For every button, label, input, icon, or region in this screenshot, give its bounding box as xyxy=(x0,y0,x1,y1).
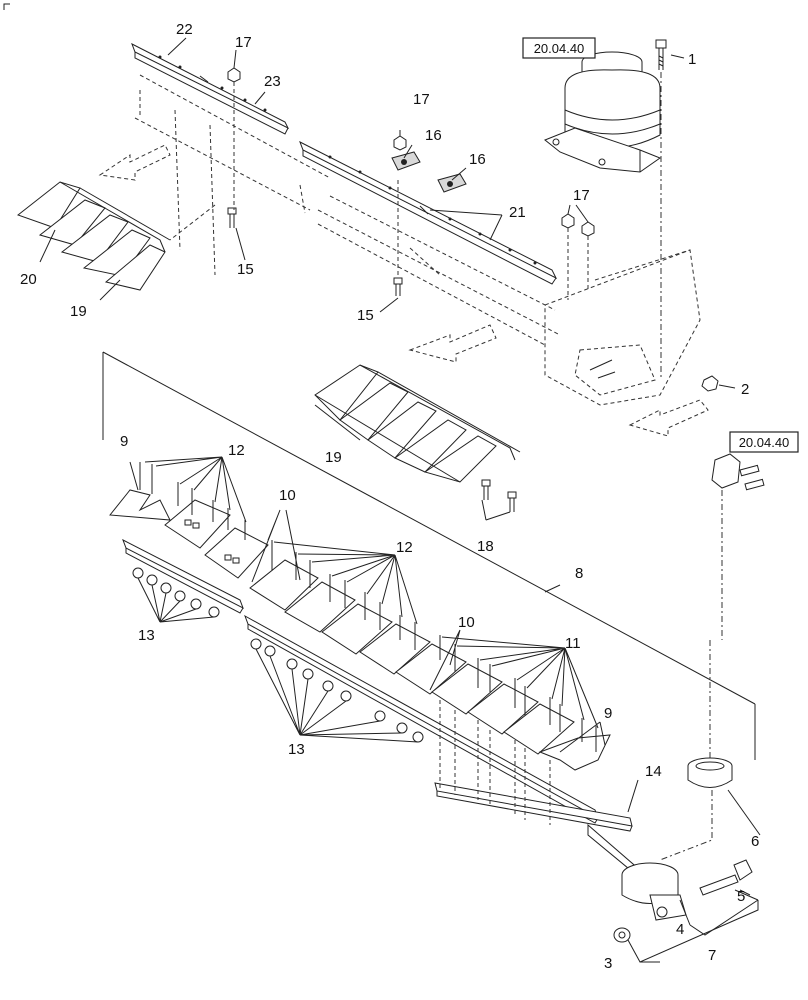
bearing-axis xyxy=(709,490,723,760)
upper-right-arrow xyxy=(628,399,709,437)
callout-8: 8 xyxy=(575,565,583,582)
callout-7: 7 xyxy=(708,947,716,964)
middle-knife-bar xyxy=(299,140,558,285)
callout-17-right: 17 xyxy=(573,187,590,204)
corner-mark xyxy=(3,3,10,10)
callout-19-left: 19 xyxy=(70,303,87,320)
nut-17-right xyxy=(561,213,595,237)
callout-10-right: 10 xyxy=(458,614,475,631)
callout-11: 11 xyxy=(565,635,581,652)
bolts-18 xyxy=(481,479,517,512)
callout-21: 21 xyxy=(509,204,526,221)
clip-16-right xyxy=(437,173,467,193)
bolt-15-middle xyxy=(393,277,403,296)
upper-section-phantom xyxy=(134,74,561,346)
section-bolts xyxy=(139,462,597,752)
callout-3: 3 xyxy=(604,955,612,972)
callout-16-right: 16 xyxy=(469,151,486,168)
callout-4: 4 xyxy=(676,921,684,938)
nut-2 xyxy=(701,375,719,392)
callout-5: 5 xyxy=(737,888,745,905)
reference-label-top: 20.04.40 xyxy=(534,41,585,56)
callout-17-top: 17 xyxy=(235,34,252,51)
nut-17-axis-right xyxy=(567,228,589,300)
guard-set-19 xyxy=(314,364,521,483)
ring-axis xyxy=(659,790,713,861)
callout-22: 22 xyxy=(176,21,193,38)
callout-17-middle: 17 xyxy=(413,91,430,108)
reference-box-right[interactable]: 20.04.40 xyxy=(729,431,799,453)
callout-12-middle: 12 xyxy=(396,539,413,556)
nut-17-top xyxy=(227,67,241,83)
callout-16-left: 16 xyxy=(425,127,442,144)
callout-15-middle: 15 xyxy=(357,307,374,324)
callout-10-left: 10 xyxy=(279,487,296,504)
bushing-ring xyxy=(687,757,733,788)
assembly-bracket-top xyxy=(102,351,756,705)
mounting-plate xyxy=(544,249,701,406)
leader-lines xyxy=(39,37,761,963)
callout-6: 6 xyxy=(751,833,759,850)
callout-2: 2 xyxy=(741,381,749,398)
callout-20: 20 xyxy=(20,271,37,288)
callout-23: 23 xyxy=(264,73,281,90)
knife-head-arm xyxy=(587,823,687,921)
callout-9-left: 9 xyxy=(120,433,128,450)
drive-motor xyxy=(544,51,662,173)
knife-left-segment xyxy=(109,489,269,614)
bolt-1 xyxy=(655,39,667,70)
upper-left-arrow xyxy=(98,144,171,181)
callout-12-left: 12 xyxy=(228,442,245,459)
bolt-15-left xyxy=(227,207,237,228)
callout-19-middle: 19 xyxy=(325,449,342,466)
lower-hardware-axes xyxy=(439,700,551,825)
bearing-housing xyxy=(711,453,765,491)
callout-1: 1 xyxy=(688,51,696,68)
callout-14: 14 xyxy=(645,763,662,780)
reference-label-right: 20.04.40 xyxy=(739,435,790,450)
middle-arrow xyxy=(408,324,497,363)
knife-back-main xyxy=(244,614,633,832)
reference-box-top[interactable]: 20.04.40 xyxy=(522,37,596,59)
callout-13-left: 13 xyxy=(138,627,155,644)
callout-labels: 1 2 3 4 5 6 7 8 9 9 10 10 11 12 12 13 13… xyxy=(20,21,759,972)
knife-sections xyxy=(249,559,611,771)
callout-18: 18 xyxy=(477,538,494,555)
callout-13-bottom: 13 xyxy=(288,741,305,758)
bolt-5 xyxy=(699,859,753,896)
callout-15-left: 15 xyxy=(237,261,254,278)
nut-17-middle xyxy=(393,135,407,151)
guard-set-20 xyxy=(16,181,171,291)
callout-9-right: 9 xyxy=(604,705,612,722)
nut-3 xyxy=(613,927,631,943)
